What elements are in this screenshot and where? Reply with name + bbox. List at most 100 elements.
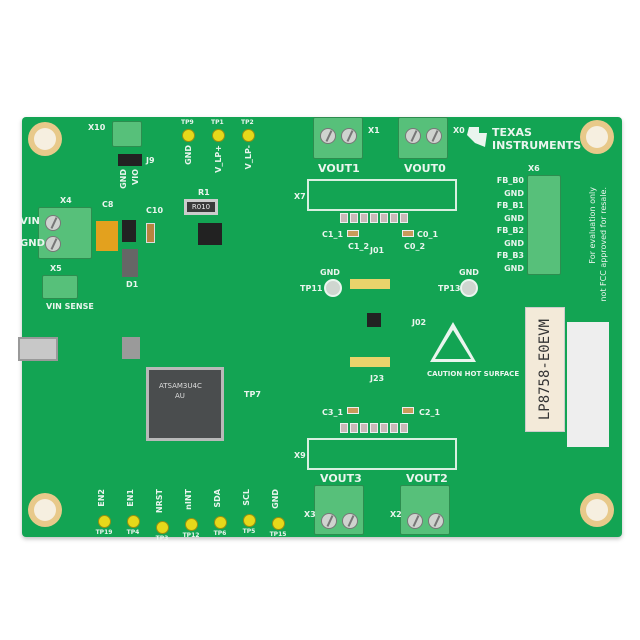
hot-surface-icon [430, 322, 476, 362]
tp9-testpoint[interactable] [182, 129, 195, 142]
jumper-j3[interactable] [122, 220, 136, 242]
tp1-label: V_LP+ [214, 145, 223, 173]
tp9-ref: TP9 [181, 119, 194, 126]
mounting-hole [28, 493, 62, 527]
x5-ref: X5 [50, 264, 62, 273]
jumper-j[interactable] [198, 223, 222, 245]
x3-ref: X3 [304, 510, 316, 519]
vout0-label: VOUT0 [404, 162, 446, 175]
crystal [122, 337, 140, 359]
capacitor-c8 [96, 221, 118, 251]
shunt-resistor-r1: R010 [184, 199, 218, 215]
c8-ref: C8 [102, 200, 114, 209]
vin-sense-label: VIN SENSE [46, 302, 94, 311]
tp1-ref: TP1 [211, 119, 224, 126]
j01-ref: J01 [370, 246, 385, 255]
vout1-label: VOUT1 [318, 162, 360, 175]
x2-ref: X2 [390, 510, 402, 519]
vout3-terminal[interactable] [314, 485, 364, 535]
tp9-label: GND [184, 145, 193, 165]
mcu-chip: ATSAM3U4C AU [146, 367, 224, 441]
mounting-hole [28, 122, 62, 156]
tp12-ref: TP12 [182, 531, 200, 539]
x6-pin-labels: FB_B0 GND FB_B1 GND FB_B2 GND FB_B3 GND [496, 176, 524, 273]
x1-ref: X1 [368, 126, 380, 135]
c2-1-ref: C2_1 [419, 408, 441, 417]
vout3-label: VOUT3 [320, 472, 362, 485]
vin-sense-terminal[interactable] [42, 275, 78, 299]
j9-ref: J9 [146, 156, 155, 165]
lp8758-chip [367, 313, 381, 327]
tp7-ref: TP7 [244, 390, 261, 399]
blank-sticker [567, 322, 609, 447]
mounting-hole [580, 120, 614, 154]
vout1-terminal[interactable] [313, 117, 363, 159]
j9-gnd-label: GND [119, 169, 128, 189]
c10-ref: C10 [146, 206, 164, 215]
header-j-pins [350, 279, 390, 289]
c1-1-ref: C1_1 [322, 230, 344, 239]
vout2-terminal[interactable] [400, 485, 450, 535]
caution-text: CAUTION HOT SURFACE [427, 370, 520, 378]
heatsink-outline [307, 438, 457, 470]
tp1-testpoint[interactable] [212, 129, 225, 142]
usb-connector[interactable] [18, 337, 58, 361]
tp2-ref: TP2 [241, 119, 254, 126]
vin-terminal[interactable] [38, 207, 92, 259]
tp13-testpoint[interactable] [460, 279, 478, 297]
j23-ref: J23 [370, 374, 385, 383]
tp6-ref: TP6 [213, 529, 227, 537]
j9-jumper[interactable] [118, 154, 142, 166]
capacitor-c10 [146, 223, 155, 243]
tp11-ref: TP11 [300, 284, 323, 293]
vout2-label: VOUT2 [406, 472, 448, 485]
ti-logo-icon [467, 127, 487, 147]
x7-ref: X7 [294, 192, 306, 201]
vout0-terminal[interactable] [398, 117, 448, 159]
tp13-ref: TP13 [438, 284, 461, 293]
x0-ref: X0 [453, 126, 465, 135]
x10-ref: X10 [88, 123, 106, 132]
tp3-ref: TP3 [155, 535, 169, 543]
mounting-hole [580, 493, 614, 527]
x4-ref: X4 [60, 196, 72, 205]
tp2-testpoint[interactable] [242, 129, 255, 142]
tp5-ref: TP5 [242, 527, 256, 535]
d1-ref: D1 [126, 280, 139, 289]
board-label-sticker: LP8758-E0EVM [525, 307, 565, 432]
j9-vio-label: VIO [131, 169, 140, 185]
c1-2-ref: C1_2 [348, 242, 370, 251]
tp15-ref: TP15 [269, 530, 287, 538]
gnd-label: GND [20, 238, 45, 249]
x6-ref: X6 [528, 164, 540, 173]
notice-line2: not FCC approved for resale. [599, 187, 608, 302]
diode-d1 [122, 249, 138, 277]
j02-ref: J02 [412, 318, 427, 327]
tp19-ref: TP19 [95, 528, 113, 536]
x10-terminal[interactable] [112, 121, 142, 147]
tp2-label: V_LP- [244, 145, 253, 170]
notice-line1: For evaluation only [588, 187, 597, 264]
pcb-board: TEXAS INSTRUMENTS X1 VOUT1 X0 VOUT0 X7 C… [18, 117, 622, 542]
c3-1-ref: C3_1 [322, 408, 344, 417]
x6-terminal[interactable] [527, 175, 561, 275]
brand-line1: TEXAS [492, 126, 532, 139]
pad-row [340, 213, 420, 225]
vin-label: VIN [20, 216, 40, 227]
header-j23-pins [350, 357, 390, 367]
c0-1-ref: C0_1 [417, 230, 439, 239]
r1-ref: R1 [198, 188, 210, 197]
tp11-testpoint[interactable] [324, 279, 342, 297]
tp4-ref: TP4 [126, 528, 140, 536]
brand-line2: INSTRUMENTS [492, 139, 582, 152]
c0-2-ref: C0_2 [404, 242, 426, 251]
tp13-label: GND [459, 268, 479, 277]
